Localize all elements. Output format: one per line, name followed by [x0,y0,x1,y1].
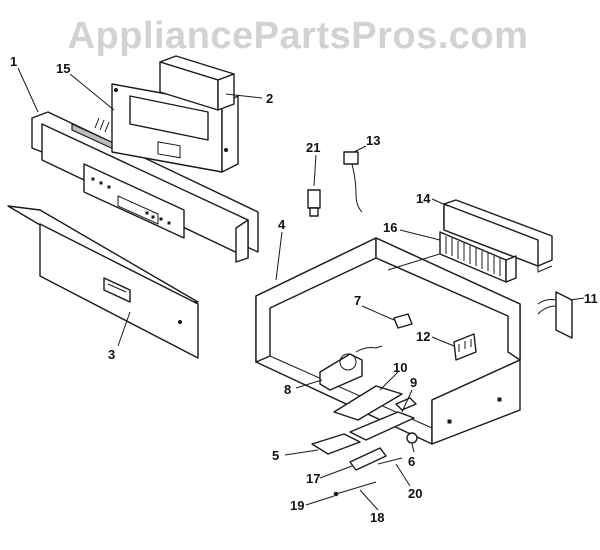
part-rod[interactable] [335,481,377,495]
callout-1: 1 [10,54,17,69]
callout-3: 3 [108,347,115,362]
leader-lines [17,67,585,511]
part-socket[interactable] [343,151,363,213]
part-roller[interactable] [406,432,418,444]
part-warming-element-control[interactable] [319,345,383,391]
part-spring[interactable] [377,457,403,465]
callout-16: 16 [383,220,397,235]
callout-7: 7 [354,293,361,308]
watermark: AppliancePartsPros.com [68,15,529,57]
callout-12: 12 [416,329,430,344]
part-terminal-block-wire[interactable] [537,291,573,339]
callout-18: 18 [370,510,384,525]
callout-17: 17 [306,471,320,486]
callout-8: 8 [284,382,291,397]
part-terminal-block[interactable] [453,333,477,361]
part-bracket-small[interactable] [349,447,387,471]
callout-6: 6 [408,454,415,469]
part-control-board[interactable] [111,83,239,173]
callout-13: 13 [366,133,380,148]
callout-2: 2 [266,91,273,106]
callout-5: 5 [272,448,279,463]
callout-labels: 1 2 3 4 5 6 7 8 9 10 11 12 13 14 15 16 1… [10,54,598,525]
callout-19: 19 [290,498,304,513]
part-overlay-board[interactable] [159,55,235,111]
part-switch[interactable] [393,313,413,329]
callout-14: 14 [416,191,431,206]
callout-4: 4 [278,217,286,232]
callout-11: 11 [584,291,598,306]
callout-21: 21 [306,140,320,155]
part-heater[interactable] [439,231,517,283]
callout-9: 9 [410,375,417,390]
part-drawer-body[interactable] [255,237,521,445]
part-front-drawer-panel[interactable] [7,205,199,359]
part-indicator-light[interactable] [307,189,321,217]
part-plate[interactable] [349,397,417,441]
callout-20: 20 [408,486,422,501]
part-bracket[interactable] [311,433,361,455]
part-control-panel[interactable] [31,111,259,263]
callout-10: 10 [393,360,407,375]
part-insulation[interactable] [333,385,403,421]
part-clip[interactable] [333,491,339,497]
part-heater-bracket[interactable] [443,199,553,273]
callout-15: 15 [56,61,70,76]
